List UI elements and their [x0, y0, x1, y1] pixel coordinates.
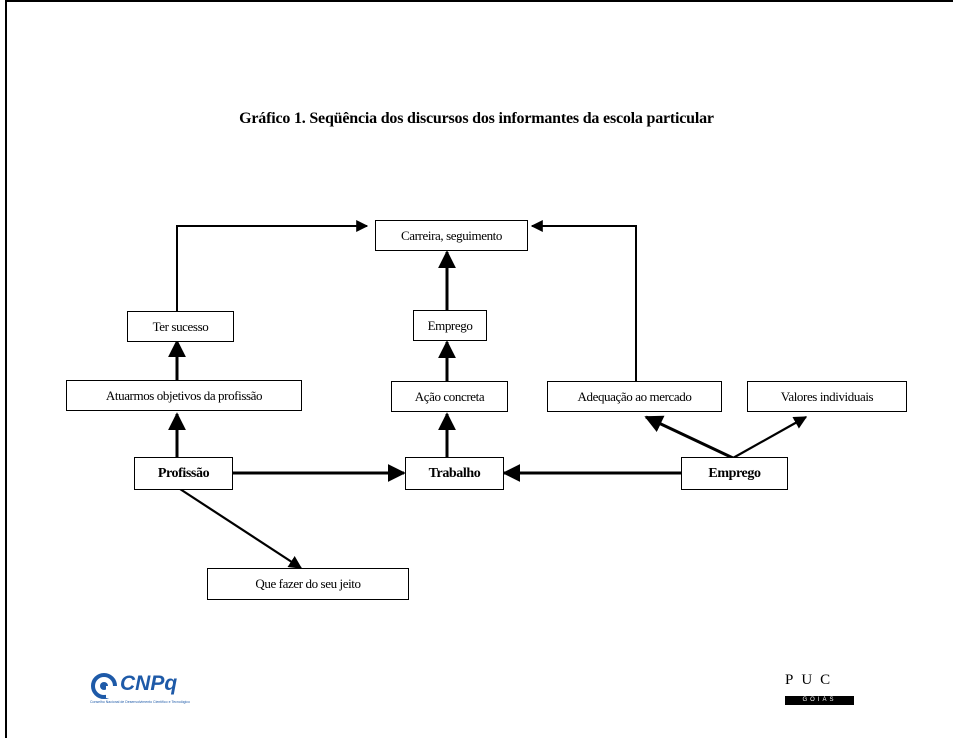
cnpq-emblem-icon: [91, 673, 118, 699]
node-atuarmos-objetivos: Atuarmos objetivos da profissão: [66, 380, 302, 411]
arrow-profissao-to-que-fazer: [179, 488, 303, 569]
arrow-emprego-to-valores: [732, 416, 808, 459]
node-trabalho: Trabalho: [405, 457, 504, 490]
node-emprego-top: Emprego: [413, 310, 487, 341]
node-acao-concreta: Ação concreta: [391, 381, 508, 412]
chart-title: Gráfico 1. Seqüência dos discursos dos i…: [239, 110, 714, 127]
puc-logo: PUC GOIÁS: [785, 672, 860, 712]
node-emprego-bottom: Emprego: [681, 457, 788, 490]
arrow-emprego-to-adequacao: [644, 415, 734, 460]
node-que-fazer: Que fazer do seu jeito: [207, 568, 409, 600]
cnpq-wordmark: CNPq: [120, 672, 178, 695]
cnpq-subtitle: Conselho Nacional de Desenvolvimento Cie…: [90, 700, 190, 704]
frame-top-border: [5, 0, 953, 2]
node-ter-sucesso: Ter sucesso: [127, 311, 234, 342]
puc-wordmark: PUC: [785, 672, 839, 688]
puc-subtitle-bar: GOIÁS: [785, 696, 854, 705]
frame-left-border: [5, 0, 7, 738]
cnpq-logo: CNPq Conselho Nacional de Desenvolviment…: [90, 672, 205, 712]
node-profissao: Profissão: [134, 457, 233, 490]
arrow-ter-sucesso-to-carreira: [176, 220, 369, 312]
node-valores-individuais: Valores individuais: [747, 381, 907, 412]
node-carreira-seguimento: Carreira, seguimento: [375, 220, 528, 251]
node-adequacao-mercado: Adequação ao mercado: [547, 381, 722, 412]
arrow-adequacao-to-carreira: [530, 220, 637, 382]
